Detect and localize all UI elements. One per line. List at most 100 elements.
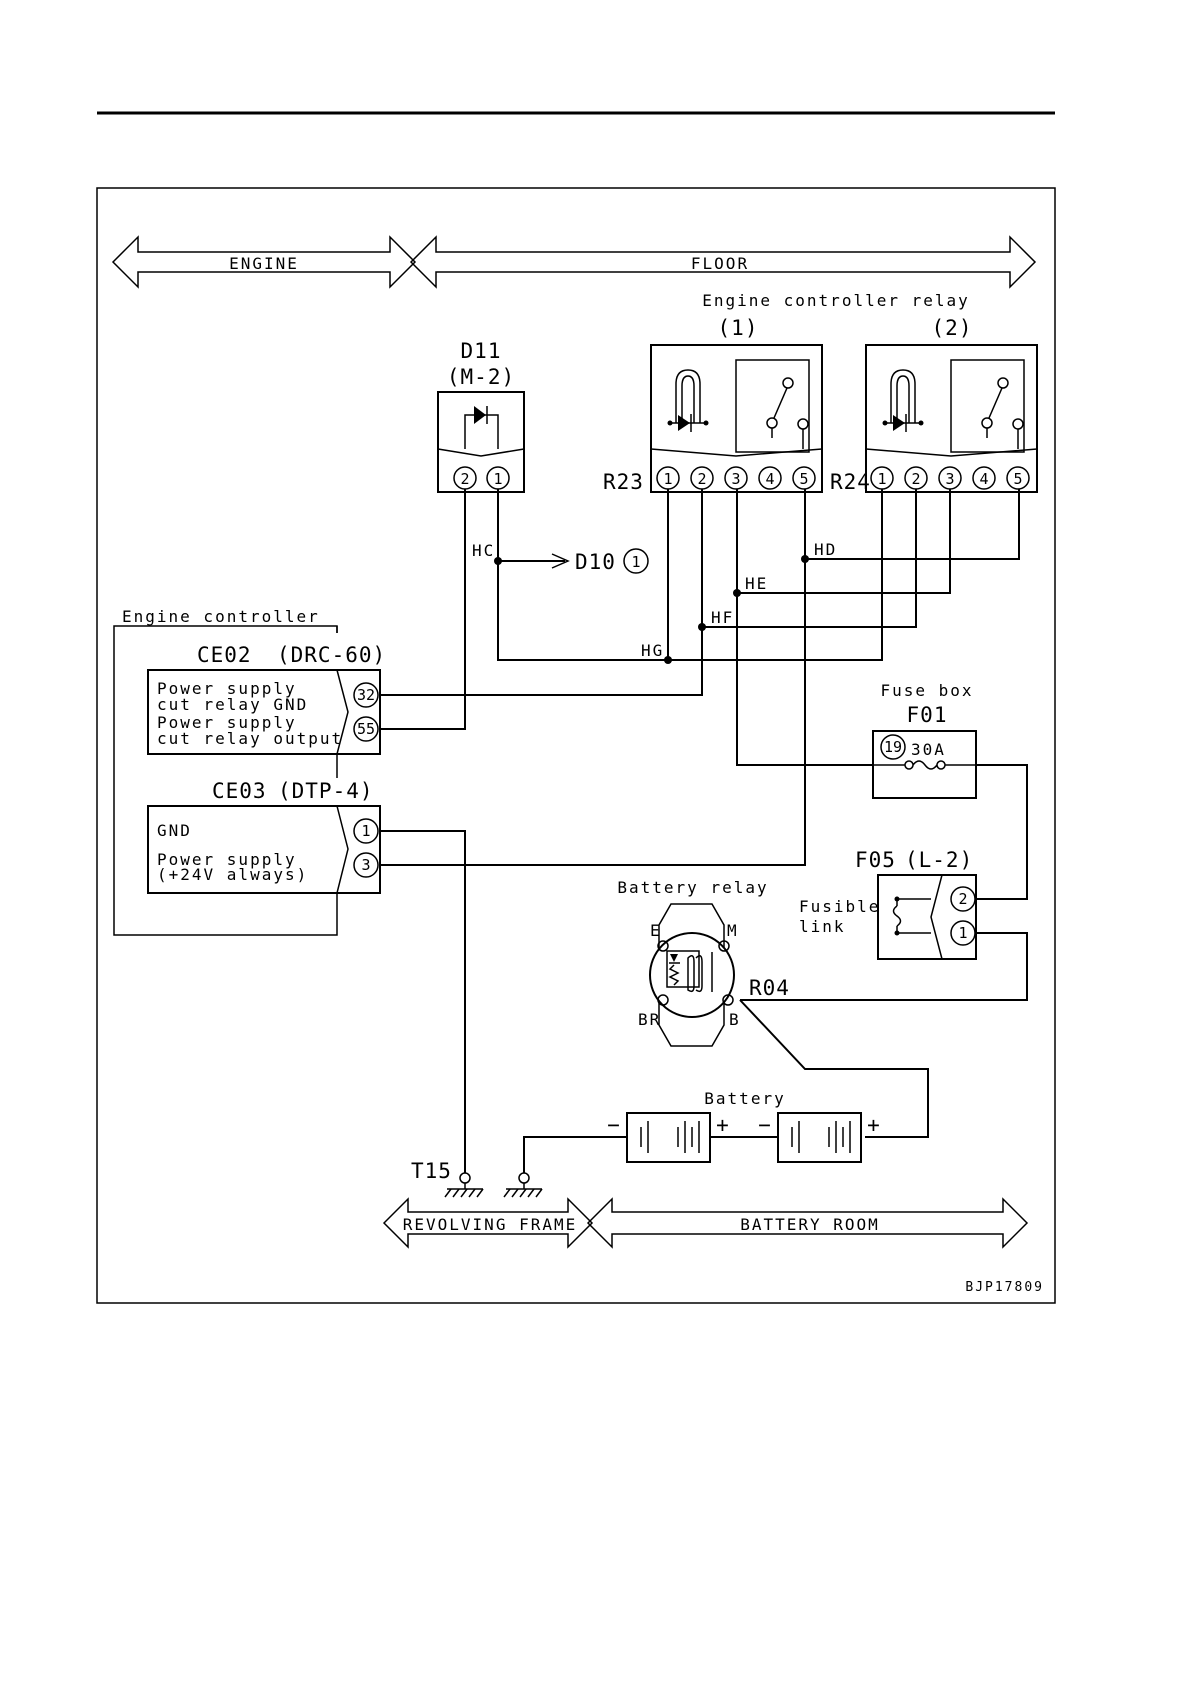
relay-r24-contact-housing — [950, 359, 1025, 453]
ground-battery-chassis — [503, 1172, 543, 1198]
relay2-id: R24 — [830, 470, 871, 494]
battery-cell-1-plus: + — [716, 1113, 730, 1137]
zone-label-battery-room: BATTERY ROOM — [740, 1215, 880, 1234]
battery-relay-title: Battery relay — [617, 878, 768, 897]
ce02-line-2: cut relay GND — [157, 695, 308, 714]
relay-r24-pin-1: 1 — [877, 470, 886, 488]
relay1-id: R23 — [603, 470, 644, 494]
relay-r24-coil-icon — [890, 369, 916, 423]
diode-d11-pin-1: 1 — [493, 470, 502, 488]
wires — [380, 489, 1028, 1173]
relay-r24-switch-icon — [981, 377, 1024, 449]
diode-d11: 2 1 — [437, 391, 525, 493]
engine-controller-title: Engine controller — [122, 607, 320, 626]
ce03-line-3: (+24V always) — [157, 865, 308, 884]
relay1-index: (1) — [718, 316, 759, 340]
relay-r23-switch-icon — [766, 377, 809, 449]
ce03-line-2: Power supply — [157, 850, 297, 869]
splice-hg: HG — [641, 641, 664, 660]
fuse-icon — [873, 760, 976, 770]
relay-r23-pin-5: 5 — [799, 470, 808, 488]
battery-cell-2-plus: + — [867, 1113, 881, 1137]
ce02-id: CE02 — [197, 643, 252, 667]
ce02-pin-32: 32 — [357, 686, 375, 704]
relay-r23-pin-1: 1 — [663, 470, 672, 488]
fuse-box-pin-19: 19 — [884, 738, 902, 756]
ground-t15: T15 — [411, 1159, 484, 1198]
zone-arrow-floor: FLOOR — [409, 235, 1037, 289]
ground-t15-id: T15 — [411, 1159, 452, 1183]
diode-d11-icon — [464, 406, 499, 449]
fuse-box-title: Fuse box — [880, 681, 973, 700]
zone-label-revolving-frame: REVOLVING FRAME — [403, 1215, 578, 1234]
battery-cell-2-minus: − — [758, 1113, 772, 1137]
relay-group-title: Engine controller relay — [702, 291, 970, 310]
battery-relay-terminal-m: M — [727, 921, 739, 940]
splice-hf: HF — [711, 608, 734, 627]
relay-r23-coil-icon — [675, 369, 701, 423]
fusible-link-title-1: Fusible — [799, 897, 880, 916]
relay-r24-pin-2: 2 — [911, 470, 920, 488]
ce03-type: (DTP-4) — [278, 779, 374, 803]
fuse-box-rating: 30A — [911, 740, 946, 759]
relay-r23-pin-3: 3 — [731, 470, 740, 488]
ce02-line-4: cut relay output — [157, 729, 343, 748]
ce02-line-1: Power supply — [157, 679, 297, 698]
battery-cell-1-minus: − — [607, 1113, 621, 1137]
zone-label-engine: ENGINE — [229, 254, 299, 273]
fusible-link-icon — [892, 896, 931, 936]
diode-link-d10: D10 1 — [498, 548, 649, 574]
fusible-link-type: (L-2) — [905, 848, 973, 872]
zone-arrow-battery-room: BATTERY ROOM — [586, 1197, 1029, 1249]
zone-label-floor: FLOOR — [691, 254, 749, 273]
fuse-box-f01: Fuse box F01 19 30A — [872, 681, 977, 799]
figure-frame — [96, 187, 1056, 1304]
battery-title: Battery — [704, 1089, 785, 1108]
battery-cell-1 — [626, 1112, 711, 1163]
relay-pins: 1 2 3 4 5 1 2 3 4 5 — [656, 466, 1030, 490]
splice-he: HE — [745, 574, 768, 593]
battery-relay-terminal-br: BR — [638, 1010, 661, 1029]
relay-r23-diode-icon — [667, 414, 709, 432]
battery-relay-terminal-e: E — [650, 921, 662, 940]
relay-r23 — [650, 344, 823, 493]
engine-controller: Engine controller CE02 (DRC-60) Power su… — [113, 607, 386, 936]
relay-r23-pin-2: 2 — [697, 470, 706, 488]
figure-code: BJP17809 — [965, 1280, 1044, 1295]
fusible-link-pin-2: 2 — [958, 890, 967, 908]
battery-relay-coil-icon — [666, 950, 713, 993]
diode-d11-type: (M-2) — [447, 365, 515, 389]
ce02-type: (DRC-60) — [277, 643, 386, 667]
relay-r23-pin-circle — [758, 466, 782, 490]
fusible-link-f05: F05 (L-2) Fusible link 2 1 — [799, 848, 977, 960]
relay-r24-pin-4: 4 — [979, 470, 988, 488]
battery: Battery − + − + — [607, 1089, 881, 1163]
diode-link-d10-pin: 1 — [631, 553, 640, 571]
relay-r24-diode-icon — [882, 414, 924, 432]
fusible-link-pin-1: 1 — [958, 924, 967, 942]
diode-link-d10-id: D10 — [575, 550, 616, 574]
relay-r24-pin-5: 5 — [1013, 470, 1022, 488]
splice-hd: HD — [814, 540, 837, 559]
fuse-box-id: F01 — [907, 703, 948, 727]
relay2-index: (2) — [932, 316, 973, 340]
relay-r23-contact-housing — [735, 359, 810, 453]
ce03-pin-1: 1 — [361, 822, 370, 840]
splice-hc: HC — [472, 541, 495, 560]
ce02-pin-55: 55 — [357, 720, 375, 738]
relay-r24-pin-circle — [972, 466, 996, 490]
battery-relay-id: R04 — [749, 976, 790, 1000]
battery-cell-2 — [777, 1112, 862, 1163]
splice-points — [494, 555, 809, 664]
zone-arrow-revolving-frame: REVOLVING FRAME — [382, 1197, 594, 1249]
ce02-line-3: Power supply — [157, 713, 297, 732]
relay-r24-pin-3: 3 — [945, 470, 954, 488]
battery-relay-r04: Battery relay E M BR B R04 — [617, 878, 790, 1047]
fusible-link-id: F05 — [855, 848, 896, 872]
ce03-id: CE03 — [212, 779, 267, 803]
diode-d11-id: D11 — [461, 339, 502, 363]
ce03-pin-3: 3 — [361, 856, 370, 874]
fusible-link-title-2: link — [799, 917, 846, 936]
relay-r23-pin-4: 4 — [765, 470, 774, 488]
